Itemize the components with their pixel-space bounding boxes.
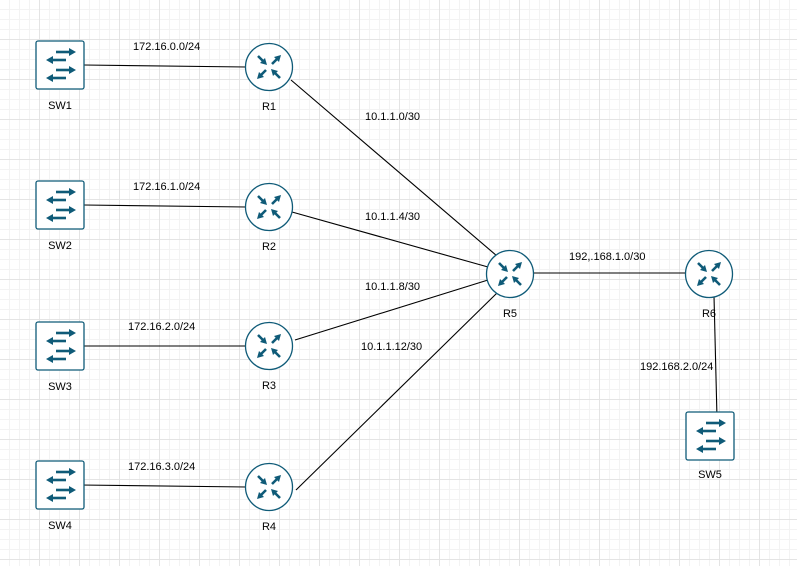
subnet-label-r2-r5: 10.1.1.4/30: [365, 211, 420, 223]
subnet-label-r5-r6: 192,.168.1.0/30: [569, 251, 645, 263]
switch-sw3[interactable]: SW3: [34, 320, 86, 393]
switch-sw4[interactable]: SW4: [34, 459, 86, 532]
router-r5[interactable]: R5: [485, 249, 535, 321]
link-r1-r5[interactable]: [290, 79, 498, 257]
node-label-r5: R5: [503, 308, 517, 320]
router-r6[interactable]: R6: [684, 249, 734, 321]
switch-sw1[interactable]: SW1: [34, 39, 86, 112]
router-r4[interactable]: R4: [244, 462, 294, 534]
router-icon: [244, 182, 294, 232]
subnet-label-sw2-r2: 172.16.1.0/24: [133, 181, 200, 193]
subnet-label-r4-r5: 10.1.1.12/30: [361, 341, 422, 353]
node-label-sw3: SW3: [48, 381, 72, 393]
links: [79, 64, 718, 491]
link-r2-r5[interactable]: [291, 211, 489, 268]
link-sw4-r4[interactable]: [79, 484, 247, 488]
link-sw1-r1[interactable]: [83, 64, 247, 68]
node-label-r4: R4: [262, 521, 276, 533]
switch-icon: [34, 320, 86, 372]
link-r6-sw5[interactable]: [713, 295, 718, 419]
node-label-r1: R1: [262, 101, 276, 113]
node-label-sw1: SW1: [48, 100, 72, 112]
link-r4-r5[interactable]: [295, 292, 498, 491]
router-icon: [485, 249, 535, 299]
subnet-label-r3-r5: 10.1.1.8/30: [365, 281, 420, 293]
router-icon: [244, 42, 294, 92]
switch-sw5[interactable]: SW5: [684, 410, 736, 481]
node-label-r3: R3: [262, 380, 276, 392]
node-label-r6: R6: [702, 308, 716, 320]
node-label-sw2: SW2: [48, 240, 72, 252]
node-label-sw4: SW4: [48, 520, 72, 532]
switch-sw2[interactable]: SW2: [34, 179, 86, 252]
router-icon: [244, 321, 294, 371]
switch-icon: [34, 179, 86, 231]
subnet-label-sw1-r1: 172.16.0.0/24: [133, 41, 200, 53]
subnet-label-sw3-r3: 172.16.2.0/24: [128, 321, 195, 333]
switch-icon: [34, 39, 86, 91]
switch-icon: [684, 410, 736, 462]
link-r3-r5[interactable]: [294, 279, 489, 341]
subnet-labels: 172.16.0.0/24 172.16.1.0/24 172.16.2.0/2…: [128, 41, 713, 473]
router-r1[interactable]: R1: [244, 42, 294, 114]
router-icon: [244, 462, 294, 512]
router-r3[interactable]: R3: [244, 321, 294, 393]
node-label-r2: R2: [262, 241, 276, 253]
switch-icon: [34, 459, 86, 511]
subnet-label-r1-r5: 10.1.1.0/30: [365, 111, 420, 123]
subnet-label-r6-sw5: 192.168.2.0/24: [640, 361, 713, 373]
node-label-sw5: SW5: [698, 469, 722, 481]
router-r2[interactable]: R2: [244, 182, 294, 254]
subnet-label-sw4-r4: 172.16.3.0/24: [128, 461, 195, 473]
link-sw2-r2[interactable]: [83, 204, 247, 208]
router-icon: [684, 249, 734, 299]
